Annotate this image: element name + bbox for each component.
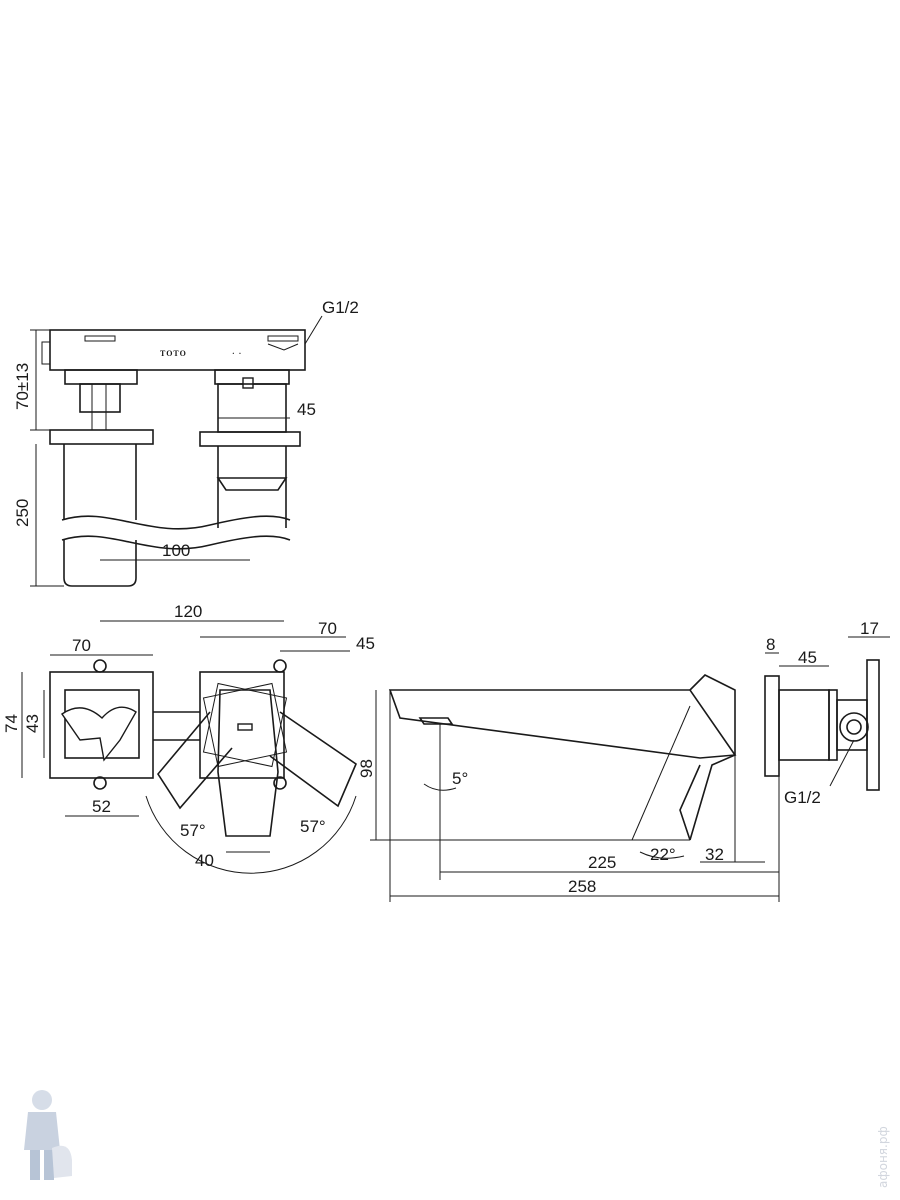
dim-front-height-74: 74 bbox=[2, 714, 21, 733]
top-view: TOTO · · 70±13 250 45 100 bbox=[13, 298, 359, 587]
dim-front-angle-left: 57° bbox=[180, 821, 206, 840]
top-break-line-1 bbox=[61, 515, 291, 530]
top-spout-lower bbox=[216, 477, 288, 491]
front-left-inner bbox=[64, 689, 140, 759]
top-right-plate bbox=[199, 431, 301, 447]
dim-side-225: 225 bbox=[588, 853, 616, 872]
side-valve bbox=[836, 699, 868, 751]
dim-side-angle-22: 22° bbox=[650, 845, 676, 864]
dim-side-45: 45 bbox=[798, 648, 817, 667]
side-aerator bbox=[418, 717, 454, 725]
plumber-logo bbox=[24, 1090, 72, 1180]
top-slot-right bbox=[267, 335, 299, 342]
top-left-body-end bbox=[63, 540, 137, 587]
top-slot-left bbox=[84, 335, 116, 342]
thread-label-top: G1/2 bbox=[322, 298, 359, 317]
front-handle bbox=[61, 706, 137, 762]
front-screw-top-right bbox=[273, 659, 287, 673]
svg-text:· ·: · · bbox=[232, 349, 242, 358]
dim-top-height: 70±13 bbox=[13, 363, 32, 410]
dim-side-32: 32 bbox=[705, 845, 724, 864]
dim-side-98: 98 bbox=[357, 759, 376, 778]
side-view: 98 5° 225 22° 32 258 8 45 17 G1/2 bbox=[357, 619, 890, 902]
dim-top-spacing: 100 bbox=[162, 541, 190, 560]
top-left-neck bbox=[79, 383, 121, 413]
watermark: афоня.рф bbox=[24, 1090, 890, 1188]
front-screw-top-left bbox=[93, 659, 107, 673]
top-left-flange bbox=[64, 369, 138, 385]
dim-front-left-plate: 70 bbox=[72, 636, 91, 655]
top-spout-upper bbox=[217, 383, 287, 433]
side-mount-plate bbox=[866, 659, 880, 791]
dim-front-right-45: 45 bbox=[356, 634, 375, 653]
dim-top-body-len: 250 bbox=[13, 499, 32, 527]
brand-mark: TOTO bbox=[160, 349, 187, 358]
front-rotation-left bbox=[157, 711, 233, 810]
top-lever-mark bbox=[267, 343, 299, 351]
watermark-text: афоня.рф bbox=[876, 1126, 890, 1188]
side-lever bbox=[689, 674, 736, 841]
front-swing-arc bbox=[145, 795, 357, 874]
dim-side-17: 17 bbox=[860, 619, 879, 638]
dim-front-height-43: 43 bbox=[23, 714, 42, 733]
top-break-line-2 bbox=[61, 535, 291, 550]
front-rotation-right bbox=[269, 711, 357, 808]
dim-front-spacing: 120 bbox=[174, 602, 202, 621]
dim-top-spout-width: 45 bbox=[297, 400, 316, 419]
front-screw-bottom-left bbox=[93, 776, 107, 790]
front-screw-bottom-right bbox=[273, 776, 287, 790]
dim-side-8: 8 bbox=[766, 635, 775, 654]
side-spout bbox=[388, 689, 737, 759]
dim-front-bottom-40: 40 bbox=[195, 851, 214, 870]
front-spout-face bbox=[217, 689, 279, 837]
dim-front-bottom-52: 52 bbox=[92, 797, 111, 816]
side-wall-plate bbox=[764, 675, 780, 777]
top-left-plate bbox=[49, 429, 154, 445]
side-body bbox=[778, 689, 830, 761]
dim-side-258: 258 bbox=[568, 877, 596, 896]
front-view: 57° 57° 120 70 70 45 74 43 52 40 bbox=[2, 602, 375, 874]
dim-front-right-plate: 70 bbox=[318, 619, 337, 638]
dim-side-angle-5: 5° bbox=[452, 769, 468, 788]
thread-label-side: G1/2 bbox=[784, 788, 821, 807]
side-valve-circle bbox=[839, 712, 869, 742]
dim-front-angle-right: 57° bbox=[300, 817, 326, 836]
